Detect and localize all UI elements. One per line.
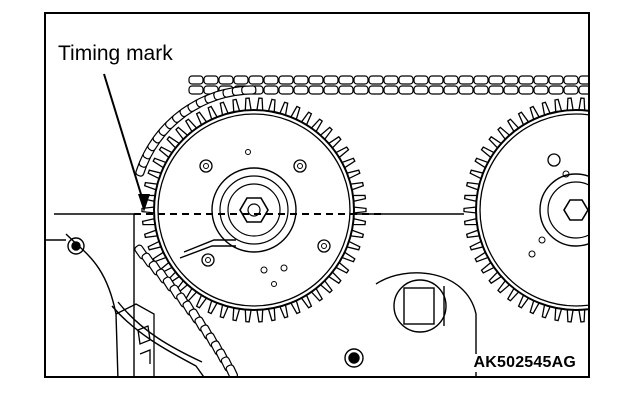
chain-link	[578, 85, 588, 95]
chain-link	[428, 75, 444, 85]
chain-link	[398, 75, 414, 85]
chain-link	[488, 75, 504, 85]
housing-bolt	[67, 237, 364, 368]
chain-link	[503, 75, 519, 85]
diagram-frame: Timing mark AK502545AG	[44, 12, 590, 378]
chain-link	[413, 75, 429, 85]
chain-link	[563, 75, 579, 85]
chain-link	[458, 85, 474, 95]
chain-link	[263, 75, 279, 85]
chain-link	[323, 85, 339, 95]
chain-link	[278, 75, 294, 85]
chain-link	[563, 85, 579, 95]
chain-link	[413, 85, 429, 95]
chain-link	[518, 75, 534, 85]
chain-link	[308, 75, 324, 85]
right-camshaft-sprocket	[463, 97, 588, 323]
chain-link	[458, 75, 474, 85]
chain-link	[398, 85, 414, 95]
chain-link	[488, 85, 504, 95]
chain-link	[225, 364, 238, 376]
chain-link	[443, 75, 459, 85]
chain-link	[533, 85, 549, 95]
engine-block-outline	[54, 213, 135, 376]
lower-bracket	[115, 303, 155, 376]
chain-link	[443, 85, 459, 95]
chain-link	[353, 75, 369, 85]
chain-link	[263, 85, 279, 95]
chain-link	[338, 85, 354, 95]
chain-link	[338, 75, 354, 85]
chain-link	[428, 85, 444, 95]
chain-link	[203, 75, 219, 85]
chain-link	[473, 75, 489, 85]
chain-link	[218, 75, 234, 85]
callout-arrowhead	[138, 194, 150, 212]
figure-code-label: AK502545AG	[471, 354, 578, 372]
chain-link	[548, 85, 564, 95]
chain-link	[368, 85, 384, 95]
chain-link	[578, 75, 588, 85]
chain-link	[473, 85, 489, 95]
chain-link	[383, 85, 399, 95]
timing-mark-label: Timing mark	[56, 42, 175, 66]
chain-link	[248, 75, 264, 85]
chain-link	[308, 85, 324, 95]
chain-link	[188, 75, 204, 85]
block-lower-contour	[65, 233, 119, 376]
chain-link	[503, 85, 519, 95]
chain-guide	[111, 305, 205, 376]
housing-opening	[393, 279, 447, 333]
chain-link	[293, 75, 309, 85]
chain-link	[241, 85, 257, 95]
chain-link	[188, 85, 204, 95]
engine-timing-illustration	[46, 73, 588, 376]
chain-link	[383, 75, 399, 85]
chain-link	[548, 75, 564, 85]
chain-link	[233, 75, 249, 85]
block-right-contour	[375, 272, 477, 376]
chain-link	[368, 75, 384, 85]
chain-link	[293, 85, 309, 95]
chain-link	[533, 75, 549, 85]
chain-link	[518, 85, 534, 95]
left-camshaft-sprocket	[141, 97, 367, 323]
chain-link	[353, 85, 369, 95]
timing-chain	[134, 75, 588, 376]
chain-link	[323, 75, 339, 85]
chain-link	[278, 85, 294, 95]
callout-leader-line	[103, 73, 145, 205]
